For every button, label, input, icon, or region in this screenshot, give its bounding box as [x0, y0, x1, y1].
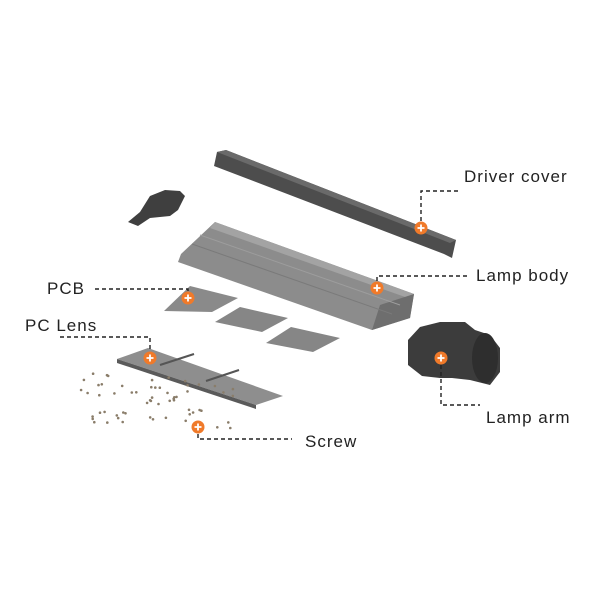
marker-screw-plus-icon[interactable] [191, 420, 205, 434]
screw-dot [175, 395, 178, 399]
label-lamp-arm: Lamp arm [486, 408, 571, 427]
screw-dot [148, 399, 152, 402]
label-lamp-body: Lamp body [476, 266, 570, 285]
end-cap-part [128, 190, 185, 226]
screw-dot [124, 412, 127, 415]
screw-dot [197, 383, 201, 386]
driver-cover-part [214, 150, 456, 258]
screw-dot [135, 391, 138, 394]
label-screw: Screw [305, 432, 358, 451]
screw-dot [98, 411, 102, 415]
screw-dot [91, 417, 94, 421]
lamp-body-part [178, 222, 414, 330]
screw-dot [86, 391, 89, 395]
screw-dot [150, 396, 154, 399]
screw-dot [231, 394, 235, 398]
label-driver-cover: Driver cover [464, 167, 568, 186]
screw-dot [151, 418, 155, 421]
screw-dot [164, 416, 168, 420]
screw-dot [91, 415, 94, 418]
screw-dot [150, 385, 153, 389]
marker-lamp-arm-plus-icon[interactable] [434, 351, 448, 365]
screws-part [79, 372, 235, 430]
screw-dot [216, 426, 219, 429]
screw-dot [191, 411, 195, 414]
screw-dot [198, 408, 201, 412]
screw-dot [158, 386, 162, 390]
screw-dot [120, 384, 124, 388]
screw-dot [103, 410, 106, 414]
screw-dot [213, 384, 217, 388]
screw-dot [93, 420, 96, 424]
screw-dot [166, 391, 169, 395]
screw-dot [184, 419, 187, 423]
screw-dot [183, 379, 187, 383]
lamp-arm-part [408, 322, 500, 385]
marker-lamp-body-plus-icon[interactable] [370, 281, 384, 295]
screw-dot [116, 416, 120, 420]
screw-dot [115, 414, 119, 417]
screw-dot [187, 408, 191, 412]
screw-dot [100, 383, 104, 386]
screw-dot [82, 378, 86, 382]
screw-dot [121, 420, 124, 424]
screw-dot [227, 421, 230, 424]
screw-dot [97, 383, 100, 387]
pc-lens-part [117, 348, 283, 409]
screw-dot [148, 416, 152, 419]
label-pc-lens: PC Lens [25, 316, 98, 335]
screw-dot [167, 376, 170, 379]
screw-dot [172, 398, 176, 402]
screw-dot [122, 411, 125, 414]
screw-dot [231, 387, 235, 391]
screw-dot [79, 388, 83, 392]
screw-dot [106, 421, 109, 424]
screw-dot [222, 391, 225, 394]
screw-dot [145, 401, 149, 405]
screw-dot [105, 373, 109, 377]
screw-dot [130, 391, 134, 394]
screw-dot [154, 386, 157, 389]
screw-dot [188, 413, 191, 416]
screw-dot [186, 384, 189, 387]
screw-dot [150, 378, 154, 382]
marker-driver-cover-plus-icon[interactable] [414, 221, 428, 235]
screw-dot [91, 372, 95, 376]
screw-dot [229, 426, 232, 430]
marker-pcb-plus-icon[interactable] [181, 291, 195, 305]
screw-dot [98, 393, 101, 397]
screw-dot [113, 392, 116, 395]
marker-pc-lens-plus-icon[interactable] [143, 351, 157, 365]
screw-dot [157, 402, 160, 406]
screw-dot [186, 390, 189, 393]
screw-dot [168, 399, 171, 403]
pcb-part [164, 286, 340, 352]
label-pcb: PCB [47, 279, 85, 298]
